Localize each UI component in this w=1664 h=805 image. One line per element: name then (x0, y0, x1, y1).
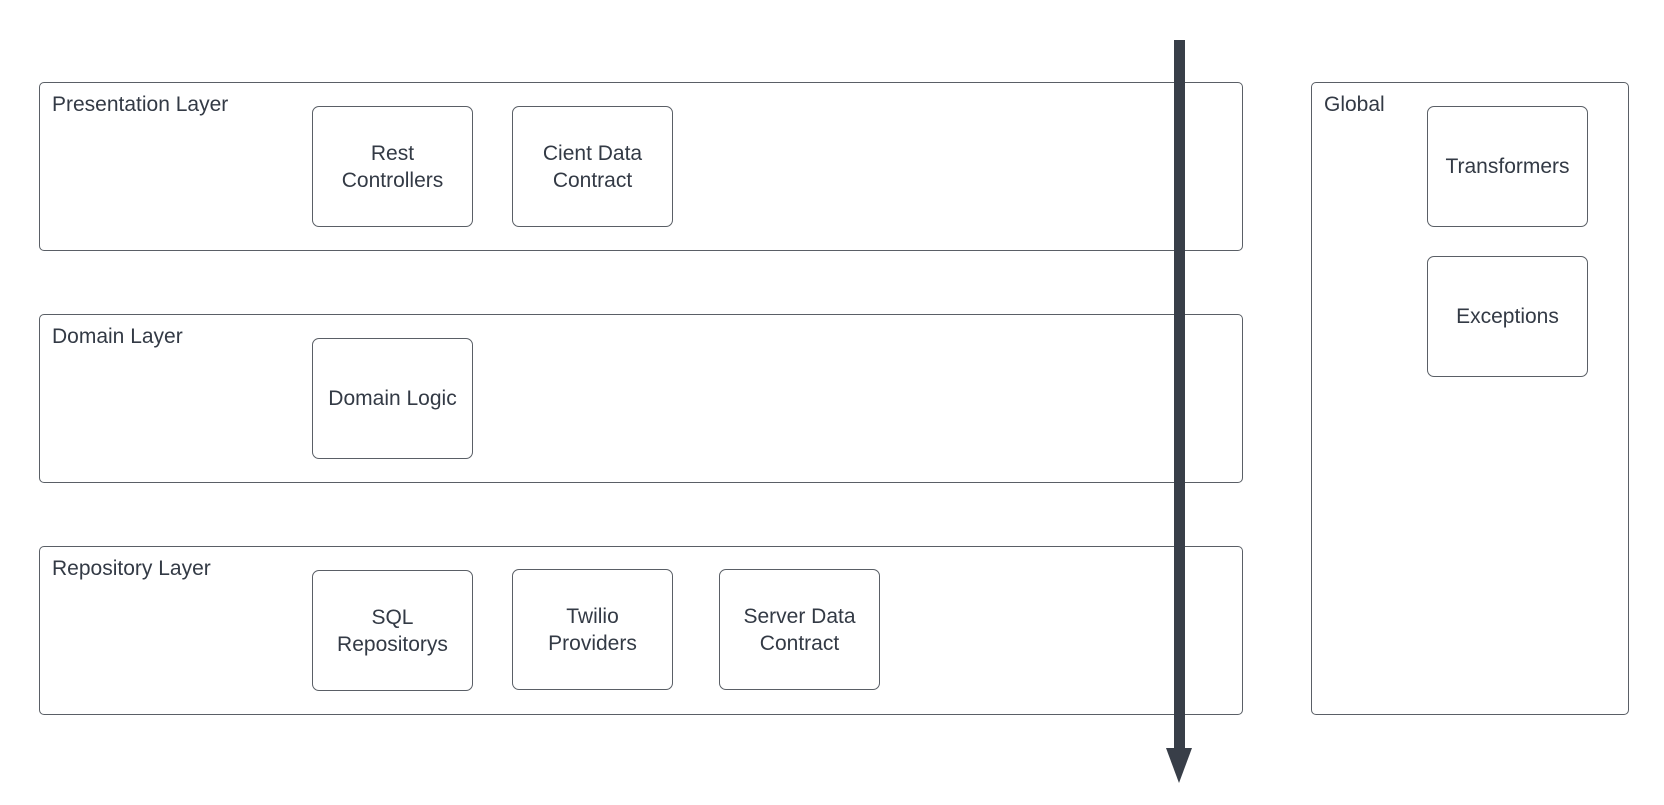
domain-logic-box: Domain Logic (312, 338, 473, 459)
sql-repositorys-box: SQL Repositorys (312, 570, 473, 691)
transformers-box: Transformers (1427, 106, 1588, 227)
presentation-layer: Presentation Layer (39, 82, 1243, 251)
repository-layer-title: Repository Layer (52, 557, 211, 580)
exceptions-box: Exceptions (1427, 256, 1588, 377)
arrow-shaft (1174, 40, 1185, 752)
client-data-contract-box: Cient Data Contract (512, 106, 673, 227)
arrow-head (1166, 748, 1192, 783)
domain-layer-title: Domain Layer (52, 325, 183, 348)
global-container: Global (1311, 82, 1629, 715)
domain-layer: Domain Layer (39, 314, 1243, 483)
server-data-contract-box: Server Data Contract (719, 569, 880, 690)
twilio-providers-box: Twilio Providers (512, 569, 673, 690)
rest-controllers-box: Rest Controllers (312, 106, 473, 227)
repository-layer: Repository Layer (39, 546, 1243, 715)
presentation-layer-title: Presentation Layer (52, 93, 229, 116)
global-title: Global (1324, 93, 1385, 116)
